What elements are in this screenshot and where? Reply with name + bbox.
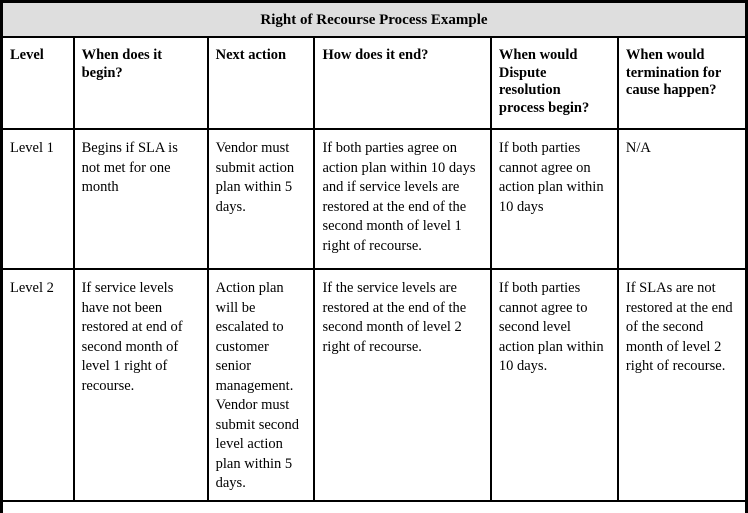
cell-termination-for-cause: N/A: [617, 129, 745, 270]
cell-when-does-it-begin: If service levels have not been restored…: [73, 269, 209, 502]
cell-dispute-resolution-begin: If both parties cannot agree to second l…: [490, 269, 619, 502]
column-header-next-action: Next action: [207, 37, 316, 130]
column-header-when-does-it-begin: When does it begin?: [73, 37, 209, 130]
column-header-dispute-resolution-begin: When would Dispute resolution process be…: [490, 37, 619, 130]
cell-how-does-it-end: If both parties agree on action plan wit…: [314, 129, 492, 270]
table-row: Level 2 If service levels have not been …: [3, 269, 745, 502]
cell-termination-for-cause: If SLAs are not restored at the end of t…: [617, 269, 745, 502]
column-header-termination-for-cause: When would termination for cause happen?: [617, 37, 745, 130]
cell-how-does-it-end: If the service levels are restored at th…: [314, 269, 492, 502]
cell-level: Level 1: [3, 129, 75, 270]
cell-level: Level 2: [3, 269, 75, 502]
cell-when-does-it-begin: Begins if SLA is not met for one month: [73, 129, 209, 270]
cell-dispute-resolution-begin: If both parties cannot agree on action p…: [490, 129, 619, 270]
column-header-how-does-it-end: How does it end?: [314, 37, 492, 130]
table-row: Level 1 Begins if SLA is not met for one…: [3, 129, 745, 270]
table-header-row: Level When does it begin? Next action Ho…: [3, 37, 745, 130]
right-of-recourse-table: Right of Recourse Process Example Level …: [3, 3, 745, 502]
table-title: Right of Recourse Process Example: [3, 3, 745, 38]
table-title-row: Right of Recourse Process Example: [3, 3, 745, 38]
column-header-level: Level: [3, 37, 75, 130]
cell-next-action: Action plan will be escalated to custome…: [207, 269, 316, 502]
cell-next-action: Vendor must submit action plan within 5 …: [207, 129, 316, 270]
